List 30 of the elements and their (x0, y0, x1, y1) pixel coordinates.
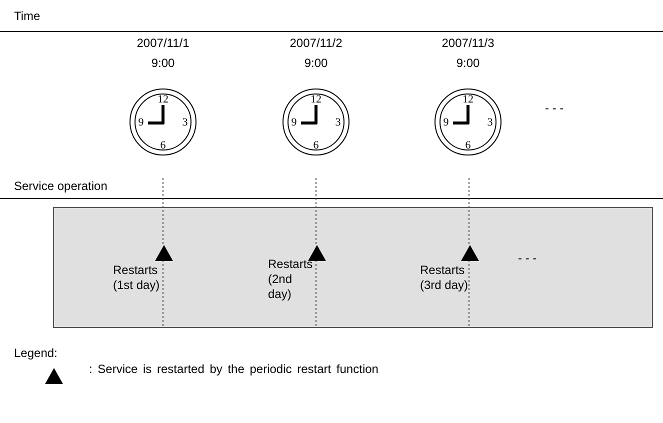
clock-numeral: 12 (158, 94, 168, 106)
event-label: Restarts (1st day) (113, 263, 161, 293)
date-label: 2007/11/3 (442, 36, 494, 50)
time-label: 9:00 (456, 56, 480, 70)
ellipsis: - - - (545, 101, 564, 115)
clock-numeral: 9 (138, 118, 144, 128)
clock-numeral: 9 (443, 118, 449, 128)
legend-text: : Service is restarted by the periodic restart function (89, 362, 379, 377)
clock-numeral: 6 (160, 140, 166, 152)
clock-numeral: 3 (335, 118, 341, 128)
section-heading: Service operation (14, 179, 108, 193)
dashed-connector (468, 178, 470, 244)
clock-numeral: 6 (313, 140, 319, 152)
legend-heading: Legend: (14, 346, 58, 360)
clock-numeral: 12 (462, 94, 474, 106)
date-label: 2007/11/1 (136, 36, 190, 50)
clock-numeral: 12 (310, 94, 322, 106)
time-label: 9:00 (304, 56, 328, 70)
clock-numeral: 6 (465, 140, 471, 152)
ellipsis: - - - (518, 251, 537, 265)
time-label: 9:00 (151, 56, 175, 70)
service-band (53, 207, 653, 328)
clock-numeral: 3 (182, 118, 188, 128)
clock-numeral: 3 (487, 118, 493, 128)
section-heading: Time (14, 9, 40, 23)
event-label: Restarts (2nd day) (268, 257, 313, 302)
date-label: 2007/11/2 (290, 36, 342, 50)
event-label: Restarts (3rd day) (420, 263, 470, 293)
dashed-connector (162, 178, 164, 244)
clock-numeral: 9 (291, 118, 297, 128)
